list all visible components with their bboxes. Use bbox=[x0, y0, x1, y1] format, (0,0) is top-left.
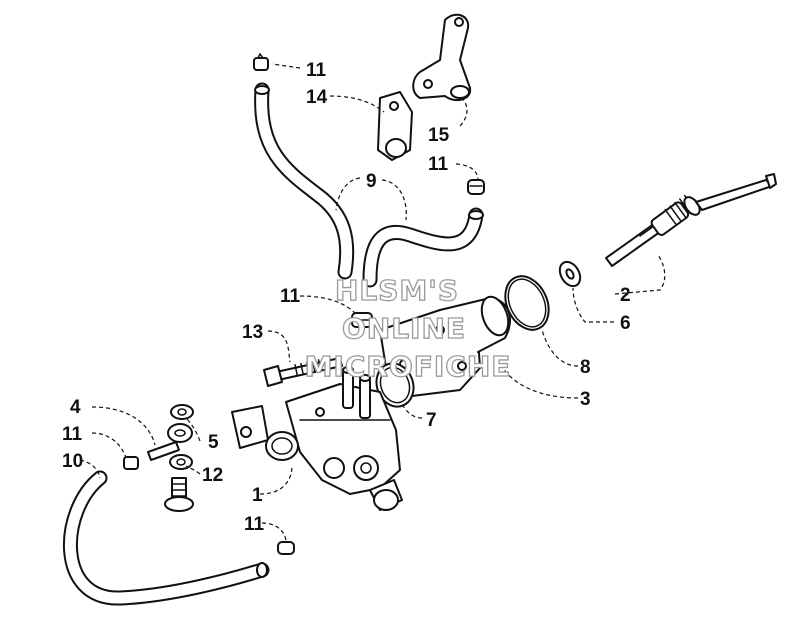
callout-11-bottom: 11 bbox=[244, 514, 265, 535]
hose-part-9 bbox=[254, 82, 484, 288]
bracket-part-15 bbox=[412, 13, 472, 102]
watermark-line-1: HLSM'S bbox=[335, 274, 459, 307]
callout-10: 10 bbox=[62, 451, 83, 472]
callout-7: 7 bbox=[426, 410, 437, 431]
clamp-top-left bbox=[253, 52, 269, 71]
callout-4: 4 bbox=[70, 397, 81, 418]
bracket-part-14 bbox=[377, 91, 413, 161]
watermark-line-3: MICROFICHE bbox=[305, 350, 512, 383]
callout-6: 6 bbox=[620, 313, 631, 334]
callout-15: 15 bbox=[428, 125, 450, 146]
oil-pump-part-1 bbox=[231, 366, 403, 511]
callout-3: 3 bbox=[580, 389, 591, 410]
callout-11-middle: 11 bbox=[280, 286, 301, 307]
clamp-middle bbox=[351, 312, 373, 328]
callout-2: 2 bbox=[620, 285, 631, 306]
leader-lines bbox=[79, 63, 666, 543]
callout-12: 12 bbox=[202, 465, 223, 486]
shaft-part-2 bbox=[605, 173, 777, 267]
clamp-top-right bbox=[467, 179, 485, 195]
callout-8: 8 bbox=[580, 357, 591, 378]
callout-11-left: 11 bbox=[62, 424, 83, 445]
hose-part-10 bbox=[62, 470, 270, 606]
watermark-line-2: ONLINE bbox=[342, 312, 466, 345]
fitting-part-4 bbox=[147, 423, 193, 461]
clamp-bottom bbox=[277, 541, 295, 555]
callout-1: 1 bbox=[252, 485, 263, 506]
callout-11-top: 11 bbox=[306, 60, 327, 81]
callout-11-right: 11 bbox=[428, 154, 449, 175]
callout-13: 13 bbox=[242, 322, 263, 343]
callout-9: 9 bbox=[366, 171, 377, 192]
callout-5: 5 bbox=[208, 432, 219, 453]
washer-part-6 bbox=[558, 260, 582, 288]
callout-labels: 11 14 15 11 9 11 13 2 6 8 3 7 4 11 10 5 … bbox=[62, 60, 631, 535]
bolt-part-12 bbox=[164, 477, 194, 512]
callout-14: 14 bbox=[306, 87, 328, 108]
washer-part-5 bbox=[169, 404, 194, 470]
clamp-fitting bbox=[123, 456, 139, 470]
watermark: HLSM'S ONLINE MICROFICHE bbox=[304, 273, 512, 383]
bolt-part-13 bbox=[263, 357, 343, 387]
